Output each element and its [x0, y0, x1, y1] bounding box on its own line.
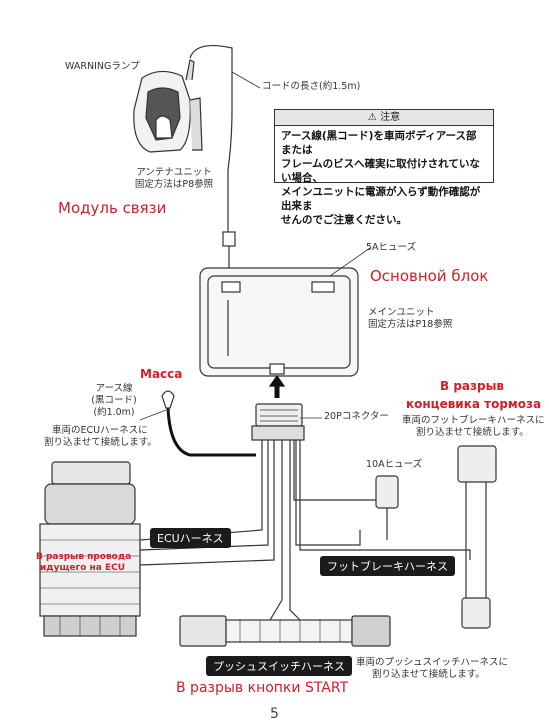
- brake-ru-label-2: концевика тормоза: [406, 397, 542, 411]
- connector-20p: [251, 403, 305, 441]
- ecu-connector: [39, 461, 141, 637]
- page-number: 5: [270, 706, 279, 722]
- warning-lamp-label: WARNINGランプ: [65, 61, 140, 72]
- start-ru-label: В разрыв кнопки START: [176, 680, 349, 696]
- caution-text: アース線(黒コード)を車両ボディアース部または フレームのビスへ確実に取付けされ…: [281, 130, 481, 226]
- brake-note-1: 車両のフットブレーキハーネスに: [402, 415, 545, 426]
- cord-length-label: コードの長さ(約1.5m): [262, 81, 361, 92]
- brake-ru-label-1: В разрыв: [440, 379, 505, 393]
- earth-line-label-2: (黒コード): [91, 395, 137, 406]
- mass-ru-label: Масса: [140, 367, 183, 381]
- fuse-10a: [375, 475, 399, 540]
- earth-line-label-1: アース線: [95, 383, 133, 394]
- antenna-unit: [133, 59, 203, 153]
- push-switch-harness-label: プッシュスイッチハーネス: [206, 656, 352, 676]
- fuse-5a-label: 5Aヒューズ: [366, 242, 417, 253]
- push-note-1: 車両のプッシュスイッチハーネスに: [356, 657, 509, 668]
- fuse-10a-label: 10Aヒューズ: [366, 459, 423, 470]
- antenna-unit-label: アンテナユニット: [136, 167, 212, 178]
- ecu-note-1: 車両のECUハーネスに: [52, 425, 148, 436]
- caution-box: ⚠ 注意 アース線(黒コード)を車両ボディアース部または フレームのビスへ確実に…: [274, 109, 494, 226]
- ecu-ru-label-2: идущего на ECU: [40, 563, 125, 573]
- main-unit: [199, 267, 359, 377]
- ecu-note-2: 割り込ませて接続します。: [44, 437, 157, 448]
- caution-title: ⚠ 注意: [275, 110, 493, 126]
- push-switch-connector: [179, 615, 391, 647]
- ecu-ru-label-1: В разрыв провода: [36, 552, 132, 562]
- brake-note-2: 割り込ませて接続します。: [416, 427, 529, 438]
- foot-brake-connector: [457, 445, 497, 629]
- main-mount-label: 固定方法はP18参照: [368, 319, 453, 330]
- push-note-2: 割り込ませて接続します。: [372, 669, 485, 680]
- ecu-harness-label: ECUハーネス: [150, 528, 231, 548]
- connector-20p-label: 20Pコネクター: [324, 411, 389, 422]
- main-unit-label: メインユニット: [368, 307, 435, 318]
- main-block-ru-label: Основной блок: [370, 267, 489, 285]
- antenna-mount-label: 固定方法はP8参照: [134, 179, 214, 190]
- module-ru-label: Модуль связи: [58, 199, 167, 217]
- foot-brake-harness-label: フットブレーキハーネス: [320, 556, 455, 576]
- earth-line-label-3: (約1.0m): [93, 407, 135, 418]
